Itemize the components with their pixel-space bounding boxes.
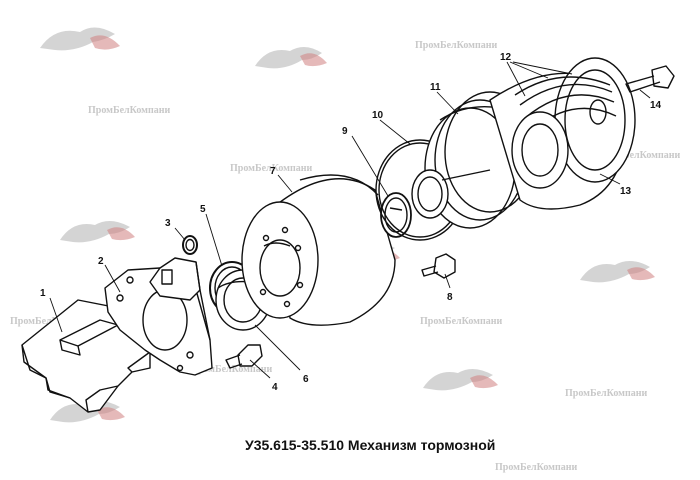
part-4-bolt — [225, 344, 263, 369]
part-label-14: 14 — [650, 100, 662, 111]
watermark-logo — [40, 27, 120, 51]
part-11-brake-disc — [411, 91, 536, 229]
watermark-logo — [60, 220, 135, 243]
watermark-logo — [423, 368, 498, 391]
watermark-text: ПромБелКомпани — [190, 364, 273, 375]
part-label-6: 6 — [303, 374, 309, 385]
part-13-pulley — [489, 57, 636, 210]
part-2-bracket — [104, 257, 213, 376]
part-label-2: 2 — [98, 256, 104, 267]
watermark-text: ПромБелКомпани — [230, 163, 313, 174]
watermark-text: ПромБелКомпани — [420, 316, 503, 327]
part-label-12: 12 — [500, 52, 512, 63]
watermark-text: ПромБелКомпани — [88, 105, 171, 116]
part-label-8: 8 — [447, 292, 453, 303]
watermark-logo — [255, 46, 327, 69]
part-label-3: 3 — [165, 218, 171, 229]
part-3-small-washer — [182, 235, 198, 255]
watermark-text: ПромБелКомпани — [565, 388, 648, 399]
part-8-bolt — [421, 253, 456, 279]
watermark-text: ПромБелКомпани — [495, 462, 578, 473]
watermark-text: ПромБелКомпани — [415, 40, 498, 51]
part-label-4: 4 — [272, 382, 278, 393]
part-label-7: 7 — [270, 166, 276, 177]
part-label-10: 10 — [372, 110, 384, 121]
watermark-text: ПромБелКомпани — [598, 150, 681, 161]
part-label-13: 13 — [620, 186, 632, 197]
part-label-11: 11 — [430, 82, 441, 93]
part-label-1: 1 — [40, 288, 46, 299]
watermark-logo — [580, 260, 655, 283]
part-label-5: 5 — [200, 204, 206, 215]
part-14-bolt — [625, 65, 675, 93]
drawing-title: У35.615-35.510 Механизм тормозной — [245, 437, 496, 453]
part-label-9: 9 — [342, 126, 348, 137]
part-7-drum — [241, 174, 396, 326]
